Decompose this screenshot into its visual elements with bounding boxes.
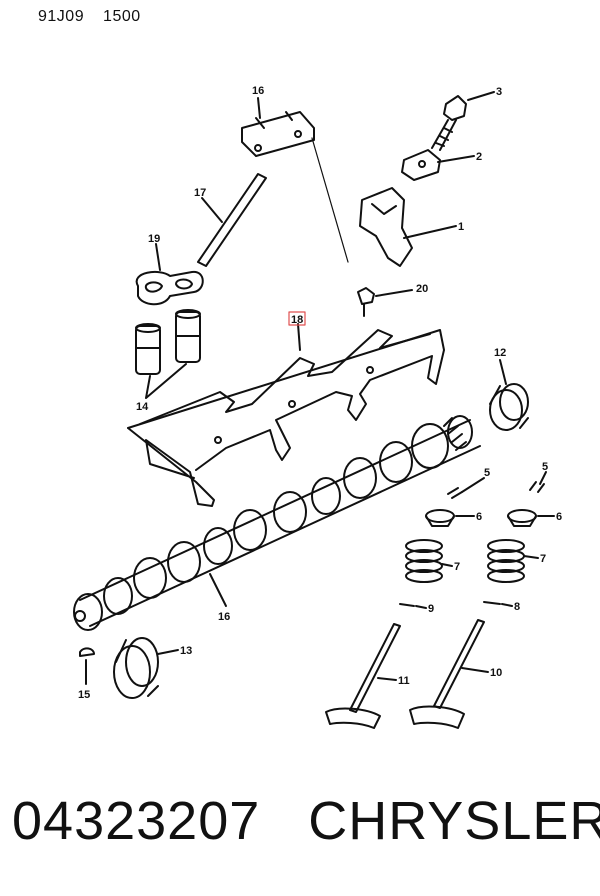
leader-20 — [375, 289, 413, 297]
callout-1: 1 — [458, 221, 464, 233]
callout-6-right: 6 — [556, 511, 562, 523]
leader-13 — [157, 649, 179, 655]
leader-8 — [501, 603, 513, 607]
exploded-parts-diagram: 16 3 2 1 17 19 20 18 12 14 5 5 6 6 7 7 9… — [73, 85, 562, 729]
leader-11 — [377, 677, 397, 681]
part-3-bolt — [431, 95, 467, 151]
part-6-retainer-right — [507, 509, 537, 527]
part-5-keepers-right — [529, 481, 545, 493]
part-18-yoke-rail — [127, 329, 445, 507]
leader-9 — [415, 605, 427, 609]
part-5-keepers-left — [447, 487, 463, 499]
callout-9: 9 — [428, 603, 434, 615]
diagram-code: 91J09 — [38, 8, 85, 25]
leader-17 — [201, 197, 223, 223]
part-2-pivot — [401, 149, 441, 181]
callout-10: 10 — [490, 667, 502, 679]
part-6-retainer-left — [425, 509, 455, 527]
part-4-bracket — [241, 111, 315, 157]
leader-1 — [403, 225, 457, 239]
leader-5-right — [539, 471, 547, 485]
part-12-bearing — [489, 383, 529, 431]
leader-10 — [461, 667, 489, 673]
part-9-seal — [399, 603, 415, 607]
callout-8: 8 — [514, 601, 520, 613]
leader-12 — [499, 359, 507, 385]
part-number: 04323207 — [12, 791, 261, 851]
leader-5-left — [461, 477, 485, 493]
callout-5-left: 5 — [484, 467, 490, 479]
leader-4 — [257, 97, 261, 119]
callout-13: 13 — [180, 645, 192, 657]
leader-2 — [437, 155, 475, 163]
callout-18: 18 — [291, 314, 303, 326]
part-footer: 04323207 CHRYSLER — [12, 790, 600, 852]
callout-3: 3 — [496, 86, 502, 98]
leader-19 — [155, 243, 161, 271]
callout-5-right: 5 — [542, 461, 548, 473]
part-10-valve — [409, 619, 485, 729]
callout-7-right: 7 — [540, 553, 546, 565]
part-13-bearing — [113, 637, 159, 699]
callout-12: 12 — [494, 347, 506, 359]
part-14-lifters — [135, 309, 201, 375]
part-19-retainer — [135, 270, 204, 306]
callout-6-left: 6 — [476, 511, 482, 523]
leader-3 — [467, 91, 495, 101]
leader-18 — [297, 323, 301, 351]
callout-19: 19 — [148, 233, 160, 245]
leader-14 — [145, 363, 187, 399]
callout-11: 11 — [398, 675, 410, 687]
assembly-line-4-1 — [311, 137, 349, 263]
brand-name: CHRYSLER — [308, 791, 600, 851]
callout-17: 17 — [194, 187, 206, 199]
callout-7-left: 7 — [454, 561, 460, 573]
part-8-seal — [483, 601, 501, 605]
leader-16 — [209, 573, 227, 607]
diagram-header: 91J09 1500 — [38, 8, 155, 26]
part-11-valve — [325, 623, 401, 729]
part-16-camshaft — [73, 415, 481, 631]
part-7-spring-right — [487, 539, 525, 583]
leader-7-right — [523, 555, 539, 559]
callout-16: 16 — [218, 611, 230, 623]
part-7-spring-left — [405, 539, 443, 583]
callout-18-highlight — [288, 311, 306, 326]
callout-numbers: 16 3 2 1 17 19 20 18 12 14 5 5 6 6 7 7 9… — [78, 85, 562, 701]
part-15-key — [79, 647, 95, 657]
part-1-rocker-arm — [359, 187, 413, 267]
callout-15: 15 — [78, 689, 90, 701]
leader-7-left — [441, 563, 453, 567]
callout-4: 16 — [252, 85, 264, 97]
callout-2: 2 — [476, 151, 482, 163]
diagram-number: 1500 — [103, 8, 141, 25]
part-17-pushrod — [197, 173, 267, 267]
callout-14: 14 — [136, 401, 149, 413]
part-20-bolt — [357, 287, 375, 317]
callout-20: 20 — [416, 283, 428, 295]
